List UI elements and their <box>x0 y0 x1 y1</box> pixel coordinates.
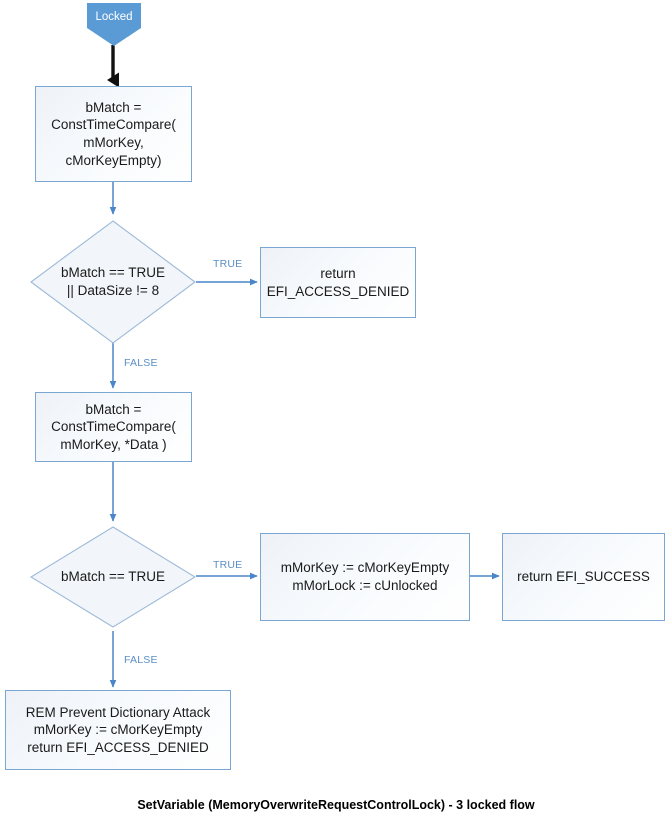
node-start-locked[interactable]: Locked <box>85 1 143 47</box>
node-return-success-label: return EFI_SUCCESS <box>517 569 650 585</box>
node-return-access-denied-label: return EFI_ACCESS_DENIED <box>266 265 410 299</box>
diamond-shape <box>30 526 196 628</box>
node-compare-data-label: bMatch = ConstTimeCompare( mMorKey, *Dat… <box>51 401 176 452</box>
pentagon-shape <box>87 3 141 46</box>
node-compare-empty-label: bMatch = ConstTimeCompare( mMorKey, cMor… <box>51 99 176 168</box>
node-check-match-or-size[interactable]: bMatch == TRUE || DataSize != 8 <box>30 220 196 344</box>
node-prevent-dictionary-attack[interactable]: REM Prevent Dictionary Attack mMorKey :=… <box>5 690 231 770</box>
edge-label-false-1: FALSE <box>124 357 158 369</box>
node-unlock-assign-label: mMorKey := cMorKeyEmpty mMorLock := cUnl… <box>280 560 450 593</box>
edge-label-true-1: TRUE <box>213 258 243 270</box>
node-unlock-assign[interactable]: mMorKey := cMorKeyEmpty mMorLock := cUnl… <box>260 533 470 621</box>
edge-label-false-2: FALSE <box>124 654 158 666</box>
diagram-caption: SetVariable (MemoryOverwriteRequestContr… <box>137 798 535 812</box>
node-compare-data[interactable]: bMatch = ConstTimeCompare( mMorKey, *Dat… <box>35 392 192 462</box>
diamond-shape <box>30 220 196 344</box>
node-check-match[interactable]: bMatch == TRUE <box>30 526 196 628</box>
node-return-access-denied[interactable]: return EFI_ACCESS_DENIED <box>260 247 416 318</box>
node-prevent-dictionary-attack-label: REM Prevent Dictionary Attack mMorKey :=… <box>25 704 211 755</box>
node-return-success[interactable]: return EFI_SUCCESS <box>502 533 665 621</box>
node-compare-empty[interactable]: bMatch = ConstTimeCompare( mMorKey, cMor… <box>35 86 192 182</box>
edge-label-true-2: TRUE <box>213 559 243 571</box>
node-start-label: Locked <box>95 11 133 23</box>
